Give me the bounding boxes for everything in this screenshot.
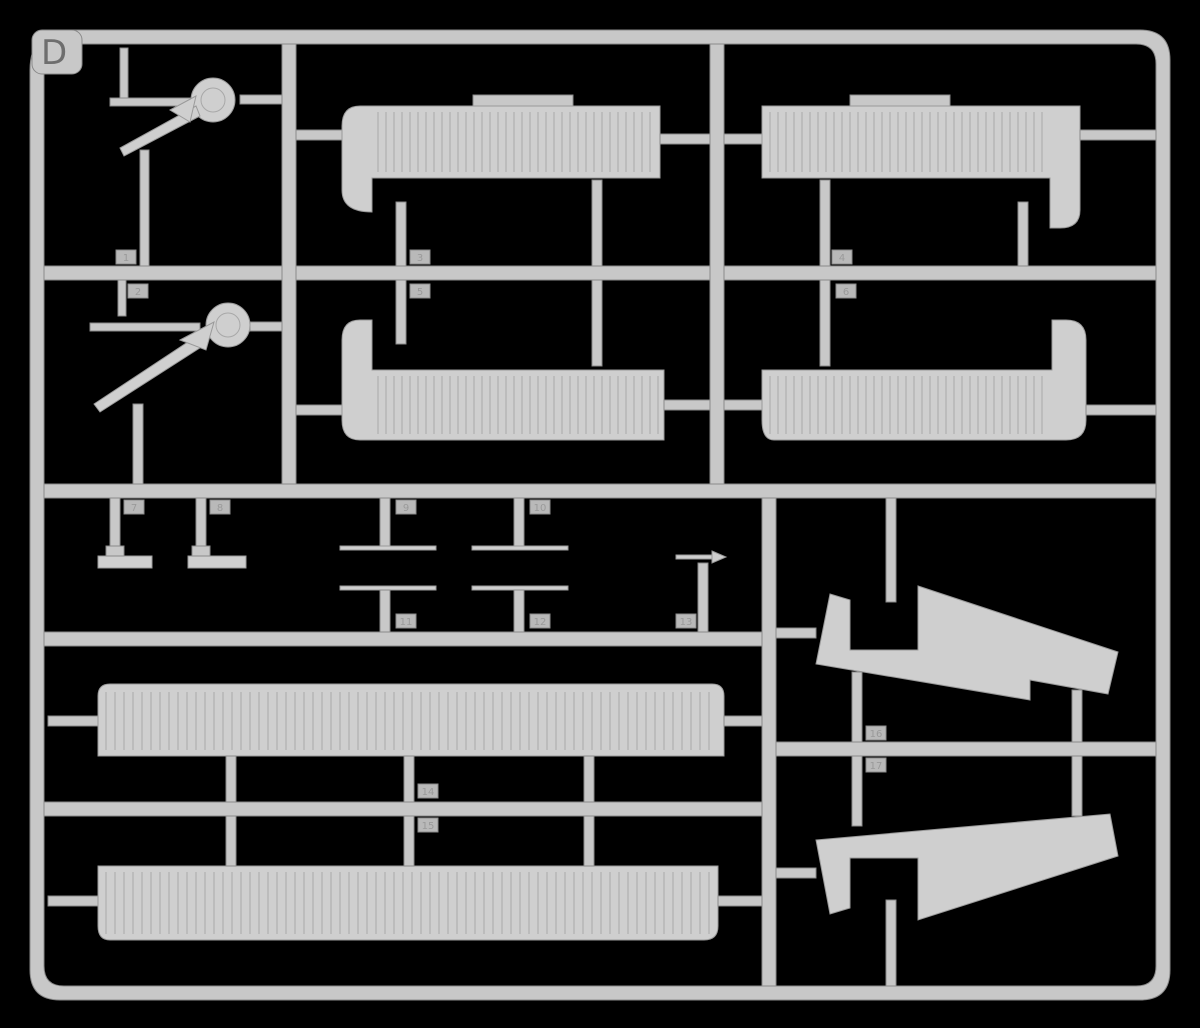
part-number-label: 10 — [534, 503, 547, 514]
sprue-letter: D — [41, 33, 67, 73]
part-4-flap — [723, 94, 1157, 267]
part-number-label: 16 — [870, 729, 883, 740]
part-17-flap — [775, 755, 1119, 987]
runner-h5 — [769, 741, 1157, 757]
part-number-label: 9 — [403, 503, 409, 514]
part-number-tag: 17 — [865, 757, 887, 773]
runner-h3 — [43, 631, 765, 647]
part-number-label: 2 — [135, 287, 141, 298]
part-number-tag: 10 — [529, 499, 551, 515]
runner-h2 — [43, 483, 1157, 499]
part-number-label: 12 — [534, 617, 547, 628]
part-number-label: 11 — [400, 617, 413, 628]
runner-v3 — [761, 497, 777, 987]
rib-details — [105, 112, 1043, 934]
runner-v2 — [709, 43, 725, 485]
part-number-tag: 2 — [127, 283, 149, 299]
part-number-label: 4 — [839, 253, 845, 264]
part-3-flap — [295, 94, 711, 267]
part-16-flap — [775, 497, 1119, 743]
part-number-label: 5 — [417, 287, 423, 298]
part-number-tag: 7 — [123, 499, 145, 515]
part-14-flap — [47, 683, 763, 803]
sprue-letter-tab — [31, 29, 83, 75]
part-6-flap — [723, 279, 1157, 441]
part-number-label: 1 — [123, 253, 129, 264]
part-number-tag: 11 — [395, 613, 417, 629]
part-8-post — [187, 497, 247, 569]
part-12-rod — [471, 585, 569, 633]
part-15-flap — [47, 815, 763, 941]
part-10-rod — [471, 497, 569, 551]
part-5-flap — [295, 279, 711, 441]
part-9-rod — [339, 497, 437, 551]
part-1-strut — [109, 47, 283, 267]
part-number-label: 7 — [131, 503, 137, 514]
part-number-tag: 4 — [831, 249, 853, 265]
part-number-tag: 13 — [675, 613, 697, 629]
part-11-rod — [339, 585, 437, 633]
part-13-pin — [675, 550, 728, 633]
part-number-tag: 8 — [209, 499, 231, 515]
part-number-label: 6 — [843, 287, 849, 298]
part-number-tag: 9 — [395, 499, 417, 515]
part-number-tag: 15 — [417, 817, 439, 833]
part-number-label: 17 — [870, 761, 883, 772]
part-number-tag: 3 — [409, 249, 431, 265]
part-number-label: 8 — [217, 503, 223, 514]
part-number-tag: 14 — [417, 783, 439, 799]
part-number-label: 3 — [417, 253, 423, 264]
part-number-tag: 16 — [865, 725, 887, 741]
part-7-post — [97, 497, 153, 569]
part-number-tag: 12 — [529, 613, 551, 629]
part-number-tag: 5 — [409, 283, 431, 299]
runner-h1 — [43, 265, 1157, 281]
part-number-tag: 1 — [115, 249, 137, 265]
part-number-label: 14 — [422, 787, 435, 798]
part-number-label: 15 — [422, 821, 435, 832]
part-number-label: 13 — [680, 617, 693, 628]
part-2-strut — [89, 279, 283, 485]
part-number-tag: 6 — [835, 283, 857, 299]
runner-h4 — [43, 801, 765, 817]
runner-v1 — [281, 43, 297, 485]
